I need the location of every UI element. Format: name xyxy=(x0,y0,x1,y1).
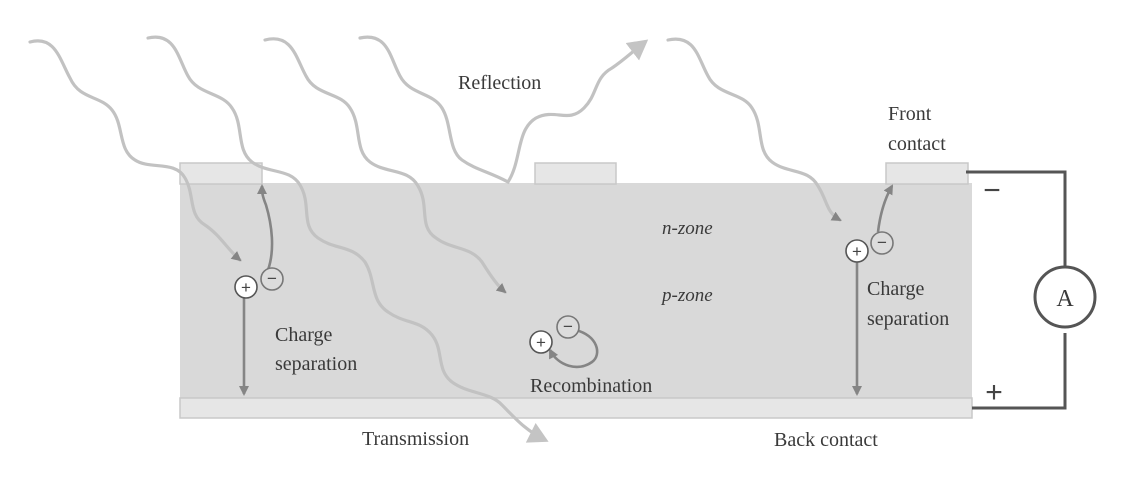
ammeter-circle xyxy=(1033,265,1097,329)
left-electron-path xyxy=(257,184,274,271)
reflection-label: Reflection xyxy=(458,72,541,94)
front-contact-label-line2: contact xyxy=(888,133,946,155)
right-electron-path xyxy=(876,184,894,233)
light-wave-5 xyxy=(666,37,842,222)
light-wave-reflection xyxy=(358,35,649,185)
light-wave-3 xyxy=(263,37,507,294)
right-hole xyxy=(845,239,869,263)
front-contact-left xyxy=(179,162,263,185)
front-contact-right xyxy=(885,162,969,185)
left-electron-sign: − xyxy=(267,269,277,288)
left-hole-sign: + xyxy=(241,278,251,297)
light-wave-1 xyxy=(28,39,242,262)
minus-terminal: − xyxy=(983,174,1001,207)
charge-separation-right-line2: separation xyxy=(867,308,949,330)
recombination-electron xyxy=(556,315,580,339)
front-contact-label-line1: Front xyxy=(888,103,932,125)
recombination-label: Recombination xyxy=(530,375,652,397)
recombination-electron-sign: − xyxy=(563,317,573,336)
front-contact-middle xyxy=(534,162,617,185)
light-wave-2 xyxy=(146,35,549,443)
ammeter-label: A xyxy=(1056,286,1074,312)
recombination-loop xyxy=(548,328,599,369)
right-electron-sign: − xyxy=(877,233,887,252)
transmission-label: Transmission xyxy=(362,428,469,450)
recombination-hole-sign: + xyxy=(536,333,546,352)
plus-terminal: + xyxy=(985,376,1003,409)
back-contact-plate xyxy=(179,397,973,419)
right-electron xyxy=(870,231,894,255)
left-electron xyxy=(260,267,284,291)
left-hole xyxy=(234,275,258,299)
charge-separation-left-line2: separation xyxy=(275,353,357,375)
right-hole-sign: + xyxy=(852,242,862,261)
n-zone-label: n-zone xyxy=(662,218,713,239)
charge-separation-left-line1: Charge xyxy=(275,324,333,346)
charge-separation-right-line1: Charge xyxy=(867,278,925,300)
back-contact-label: Back contact xyxy=(774,429,878,451)
circuit-wire xyxy=(966,170,1067,410)
p-zone-label: p-zone xyxy=(660,285,713,306)
recombination-hole xyxy=(529,330,553,354)
